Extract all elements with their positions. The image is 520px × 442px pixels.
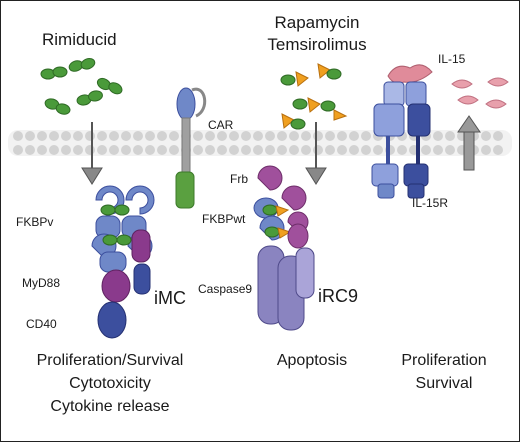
car-receptor: [175, 87, 207, 209]
il15r-label: IL-15R: [412, 196, 449, 210]
rapamycin-molecules: [280, 63, 348, 130]
imc-label: iMC: [154, 288, 186, 308]
rapamycin-complex: [317, 63, 342, 80]
rimiducid-dimer: [96, 77, 123, 95]
rapamycin-complex: [320, 100, 348, 121]
il15-label: IL-15: [438, 52, 466, 66]
outcome-right-line1: Proliferation: [401, 352, 487, 369]
rapamycin-arrow: [305, 122, 327, 185]
outcome-middle: Apoptosis: [276, 352, 348, 369]
outcome-right-line2: Survival: [415, 375, 473, 392]
outcome-left-line2: Cytotoxicity: [69, 375, 151, 392]
il15-receptor: [371, 64, 433, 199]
irc9-label: iRC9: [318, 286, 359, 306]
outcome-left-line1: Proliferation/Survival: [36, 352, 184, 369]
frb-label: Frb: [230, 172, 248, 186]
irc9-construct: [253, 165, 315, 331]
fkbpwt-label: FKBPwt: [202, 212, 246, 226]
rapamycin-complex: [281, 113, 306, 130]
outcome-left-line3: Cytokine release: [50, 398, 170, 415]
il15-molecules: [451, 77, 509, 109]
membrane-bottom-row: [13, 145, 503, 155]
rimiducid-arrow: [81, 122, 103, 185]
imc-construct: [91, 185, 155, 339]
rimiducid-molecules: [40, 58, 123, 115]
cell-membrane: [8, 130, 512, 156]
myd88-label: MyD88: [22, 276, 61, 290]
rimiducid-label: Rimiducid: [42, 30, 117, 49]
temsirolimus-label: Temsirolimus: [267, 35, 367, 54]
caspase9-label: Caspase9: [198, 282, 253, 296]
car-label: CAR: [208, 118, 234, 132]
il15-up-arrow: [457, 115, 481, 171]
rapamycin-complex: [280, 71, 309, 87]
rapamycin-complex: [292, 97, 321, 113]
fkbpv-label: FKBPv: [16, 215, 54, 229]
rimiducid-dimer: [68, 58, 96, 72]
membrane-top-row: [13, 131, 503, 141]
cd40-label: CD40: [26, 317, 57, 331]
rapamycin-label: Rapamycin: [274, 13, 360, 32]
rimiducid-dimer: [40, 66, 68, 80]
rimiducid-dimer: [44, 98, 71, 115]
rimiducid-dimer: [76, 90, 103, 106]
